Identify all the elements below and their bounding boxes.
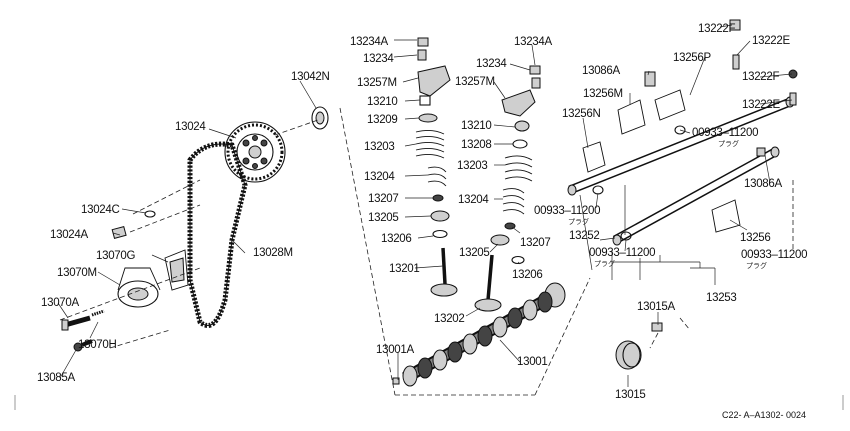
leader-lines	[57, 24, 793, 387]
label-13222F-top: 13222F	[698, 23, 735, 35]
timing-belt	[187, 141, 248, 328]
label-13042N: 13042N	[291, 71, 329, 83]
label-13256N: 13256N	[562, 108, 600, 120]
label-13206-right: 13206	[512, 269, 542, 281]
label-13070H: 13070H	[78, 339, 116, 351]
tensioner-assembly	[61, 210, 189, 352]
plug-note-a: プラグ	[718, 139, 739, 148]
label-13070A: 13070A	[41, 297, 79, 309]
label-13222F-mid: 13222F	[742, 71, 779, 83]
label-13024A: 13024A	[50, 229, 88, 241]
label-00933-b: 00933–11200	[534, 205, 600, 217]
label-13207-right: 13207	[520, 237, 550, 249]
label-13209: 13209	[367, 114, 397, 126]
part-labels: 13234A 13234 13257M 13210 13209 13203 13…	[37, 23, 808, 420]
label-13085A: 13085A	[37, 372, 75, 384]
label-13015: 13015	[615, 389, 645, 401]
label-13086A-bottom: 13086A	[744, 178, 782, 190]
label-13086A-top: 13086A	[582, 65, 620, 77]
label-13210-left: 13210	[367, 96, 397, 108]
label-13204-left: 13204	[364, 171, 395, 183]
label-13222E-top: 13222E	[752, 35, 790, 47]
label-13234A-right: 13234A	[514, 36, 552, 48]
label-13203-right: 13203	[457, 160, 487, 172]
camshaft-oil-seal	[311, 106, 329, 130]
label-13234-right: 13234	[476, 58, 507, 70]
label-13201: 13201	[389, 263, 419, 275]
label-13203-left: 13203	[364, 141, 394, 153]
label-13256M: 13256M	[583, 88, 623, 100]
label-13001: 13001	[517, 356, 547, 368]
label-00933-c: 00933–11200	[589, 247, 655, 259]
label-13028M: 13028M	[253, 247, 293, 259]
label-13208: 13208	[461, 139, 491, 151]
label-13015A: 13015A	[637, 301, 675, 313]
label-13205-left: 13205	[368, 212, 398, 224]
plug-note-c: プラグ	[594, 259, 615, 268]
label-13070G: 13070G	[96, 250, 135, 262]
label-13256P: 13256P	[673, 52, 711, 64]
label-00933-d: 00933–11200	[741, 249, 807, 261]
label-13070M: 13070M	[57, 267, 97, 279]
valve-train-left	[415, 37, 458, 297]
label-13205-right: 13205	[459, 247, 489, 259]
label-13234A-left: 13234A	[350, 36, 388, 48]
rocker-shaft-upper	[567, 19, 798, 196]
rocker-shaft-lower	[612, 146, 780, 246]
label-00933-a: 00933–11200	[692, 127, 758, 139]
label-13206-left: 13206	[381, 233, 411, 245]
label-13257M-right: 13257M	[455, 76, 495, 88]
label-13222E-mid: 13222E	[742, 99, 780, 111]
camshaft-sprocket	[224, 121, 286, 183]
figure-code: C22- A–A1302- 0024	[722, 410, 806, 420]
label-13256: 13256	[740, 232, 770, 244]
camshaft	[392, 282, 566, 387]
label-13234-left: 13234	[363, 53, 394, 65]
label-13024C: 13024C	[81, 204, 119, 216]
label-13253: 13253	[706, 292, 736, 304]
label-13204-right: 13204	[458, 194, 489, 206]
label-13257M-left: 13257M	[357, 77, 397, 89]
label-13024: 13024	[175, 121, 206, 133]
label-13202: 13202	[434, 313, 464, 325]
label-13252: 13252	[569, 230, 599, 242]
label-13210-right: 13210	[461, 120, 491, 132]
label-13207-left: 13207	[368, 193, 398, 205]
sensor-rotor	[615, 322, 663, 370]
plug-note-b: プラグ	[568, 217, 589, 226]
label-13001A: 13001A	[376, 344, 414, 356]
plug-note-d: プラグ	[746, 261, 767, 270]
